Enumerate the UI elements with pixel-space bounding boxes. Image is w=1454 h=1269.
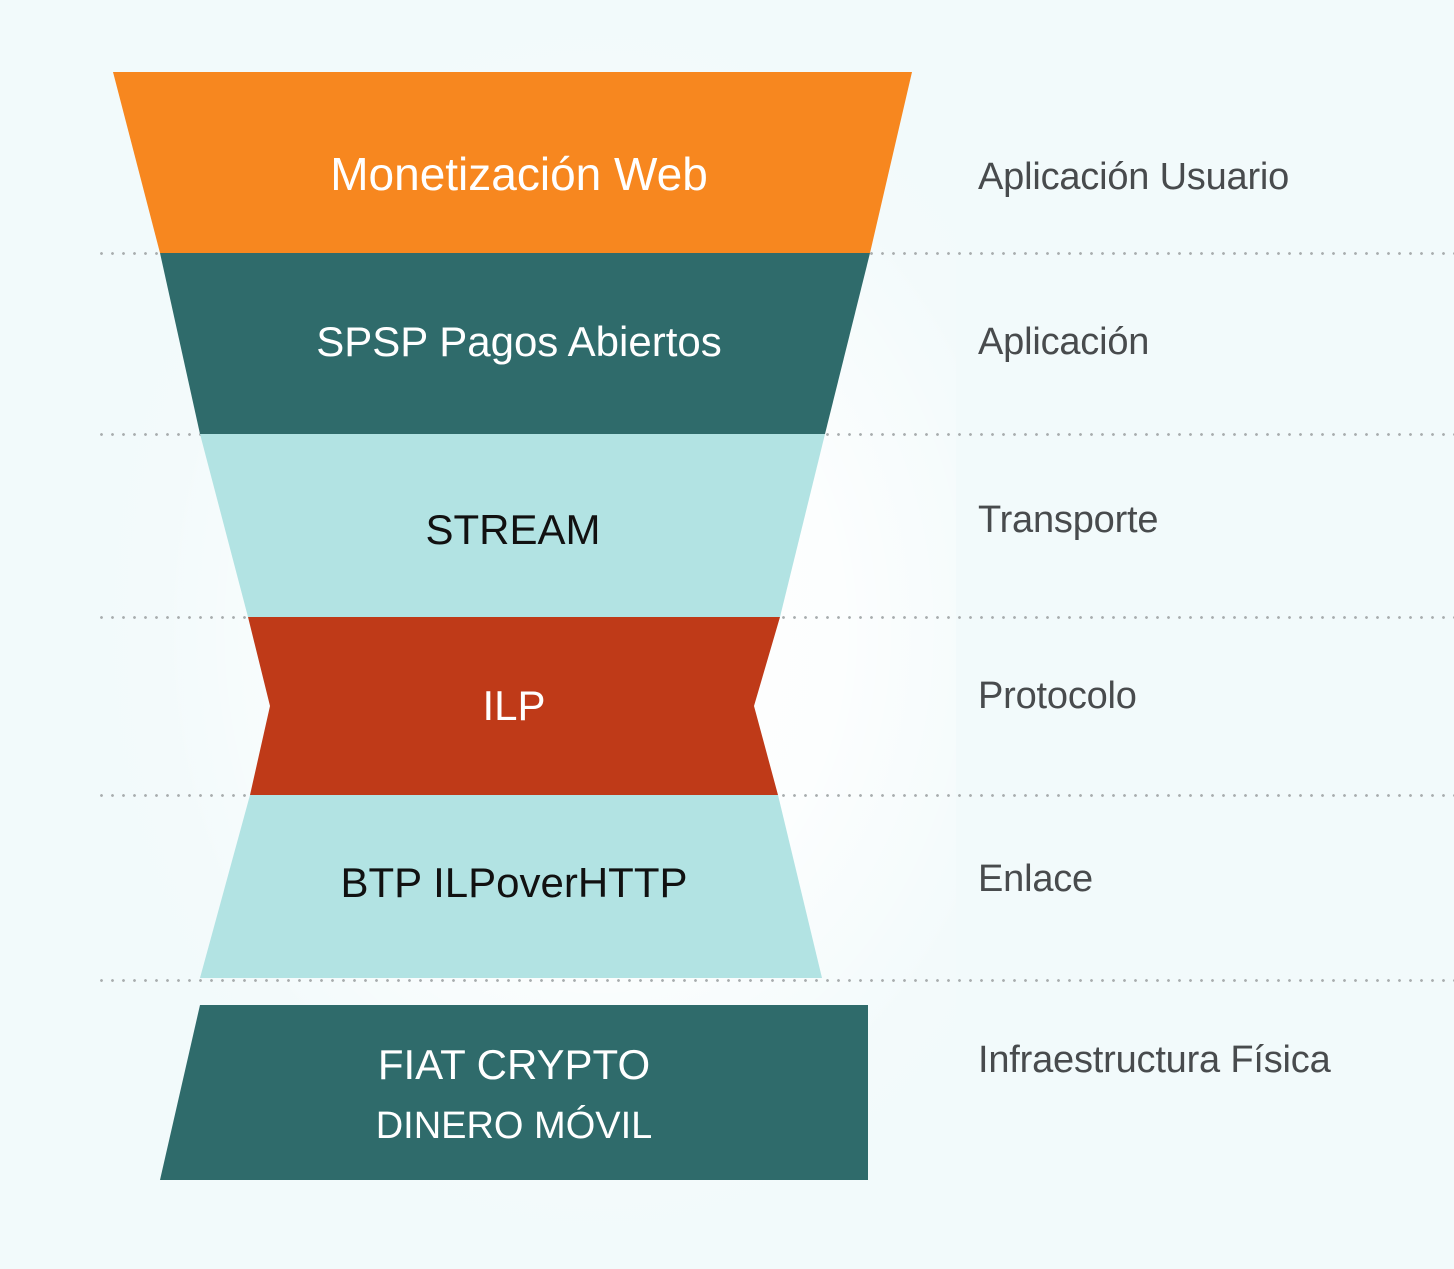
- layer-spsp-pagos-abiertos[interactable]: SPSP Pagos Abiertos: [160, 253, 870, 434]
- layer-infraestructura[interactable]: FIAT CRYPTO DINERO MÓVIL: [160, 1005, 868, 1180]
- layer-monetizacion-web[interactable]: Monetización Web: [113, 72, 912, 253]
- layer-text-stream: STREAM: [425, 506, 600, 553]
- side-label-enlace: Enlace: [978, 858, 1093, 900]
- layer-text-spsp: SPSP Pagos Abiertos: [316, 318, 721, 365]
- layer-shape-monetizacion-web: [113, 72, 912, 253]
- layer-btp-ilpoverhttp[interactable]: BTP ILPoverHTTP: [200, 795, 822, 978]
- layer-text-infraestructura-line2: DINERO MÓVIL: [376, 1104, 653, 1147]
- side-label-infraestructura-fisica: Infraestructura Física: [978, 1039, 1331, 1081]
- layer-text-ilp: ILP: [482, 682, 545, 729]
- layer-text-btp: BTP ILPoverHTTP: [341, 859, 688, 906]
- side-label-transporte: Transporte: [978, 499, 1159, 541]
- side-label-aplicacion: Aplicación: [978, 321, 1150, 363]
- layer-text-monetizacion-web: Monetización Web: [330, 148, 708, 200]
- layer-stream[interactable]: STREAM: [200, 434, 825, 617]
- layer-shape-btp: [200, 795, 822, 978]
- layer-shape-infraestructura: [160, 1005, 868, 1180]
- side-label-aplicacion-usuario: Aplicación Usuario: [978, 156, 1290, 198]
- divider-line-5: [96, 979, 1454, 982]
- layer-shape-stream: [200, 434, 825, 617]
- layer-text-infraestructura-line1: FIAT CRYPTO: [378, 1041, 650, 1088]
- side-label-protocolo: Protocolo: [978, 675, 1137, 717]
- layer-shape-ilp: [248, 617, 780, 795]
- layer-shape-spsp: [160, 253, 870, 434]
- layer-ilp[interactable]: ILP: [248, 617, 780, 795]
